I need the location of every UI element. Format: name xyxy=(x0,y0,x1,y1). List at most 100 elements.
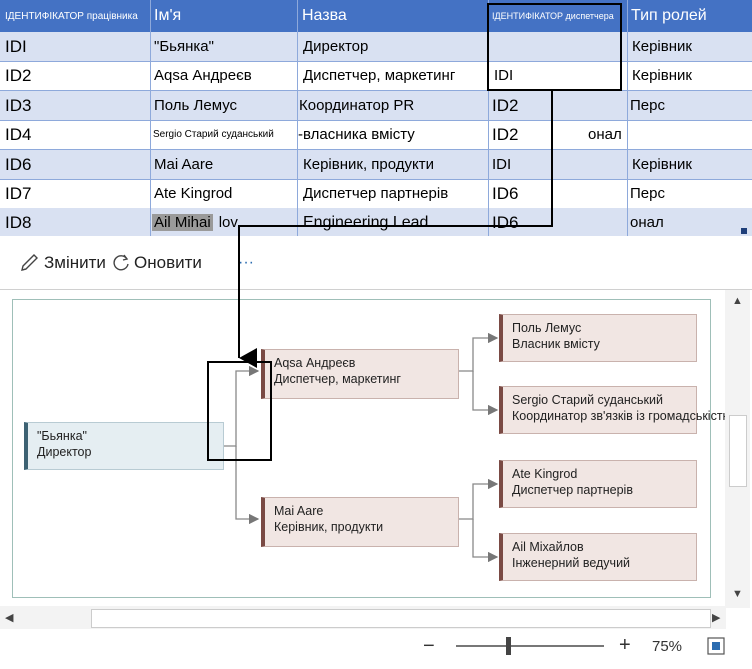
zoom-out-button[interactable]: − xyxy=(423,635,435,657)
cell-title[interactable]: Керівник, продукти xyxy=(303,156,434,173)
table-row[interactable]: ID4 Sergio Старий суданський -власника в… xyxy=(0,120,752,150)
cell-name[interactable]: Ate Kingrod xyxy=(154,185,233,202)
header-manager-id[interactable]: ІДЕНТИФІКАТОР диспетчера xyxy=(492,11,614,21)
column-divider xyxy=(150,0,151,236)
node-name: Поль Лемус xyxy=(512,321,582,335)
cell-name[interactable]: Aqsa Андреєв xyxy=(154,67,252,84)
table-row[interactable]: ID3 Поль Лемус Координатор PR ID2 Перс xyxy=(0,91,752,121)
table-row[interactable]: ID6 Mai Aare Керівник, продукти IDI Кері… xyxy=(0,150,752,180)
edit-button[interactable]: Змінити xyxy=(18,250,106,276)
cell-id[interactable]: IDI xyxy=(5,36,27,56)
header-role-type[interactable]: Тип ролей xyxy=(631,7,707,24)
cell-title[interactable]: Диспетчер, маркетинг xyxy=(303,67,456,84)
cell-manager[interactable]: ID2 xyxy=(492,95,519,115)
horizontal-scrollbar[interactable]: ◀ ▶ xyxy=(0,606,726,630)
cell-title[interactable]: Диспетчер партнерів xyxy=(303,185,449,202)
refresh-button[interactable]: Оновити xyxy=(110,250,202,276)
cell-id[interactable]: ID2 xyxy=(5,65,32,85)
org-node-employee[interactable]: Ail Міхайлов Інженерний ведучий xyxy=(499,533,697,581)
cell-manager[interactable]: ID6 xyxy=(492,212,519,232)
horizontal-scroll-thumb[interactable] xyxy=(91,609,711,628)
node-title: Директор xyxy=(37,445,92,459)
scroll-left-icon[interactable]: ◀ xyxy=(5,612,14,624)
diagram-toolbar: Змінити Оновити ··· xyxy=(0,236,752,290)
org-node-manager[interactable]: Mai Aare Керівник, продукти xyxy=(261,497,459,547)
cell-title[interactable]: -власника вмісту xyxy=(298,126,415,143)
header-title[interactable]: Назва xyxy=(302,7,347,24)
org-node-employee[interactable]: Поль Лемус Власник вмісту xyxy=(499,314,697,362)
cell-title[interactable]: Директор xyxy=(303,38,369,55)
cell-manager[interactable]: ID2 xyxy=(492,124,519,144)
node-name: Ail Міхайлов xyxy=(512,540,584,554)
cell-id[interactable]: ID4 xyxy=(5,124,32,144)
diagram-viewport[interactable]: "Бьянка" Директор Aqsa Андреєв Диспетчер… xyxy=(0,289,752,630)
cell-manager[interactable]: ID6 xyxy=(492,183,519,203)
refresh-label: Оновити xyxy=(134,253,202,272)
fit-to-window-icon[interactable] xyxy=(706,636,726,656)
selected-text[interactable]: Ail Mihai xyxy=(152,214,213,231)
column-divider xyxy=(297,0,298,236)
vertical-scroll-thumb[interactable] xyxy=(729,415,747,487)
node-title: Інженерний ведучий xyxy=(512,556,631,570)
node-name: Mai Aare xyxy=(274,504,324,518)
cell-role[interactable]: онал xyxy=(588,126,622,143)
cell-id[interactable]: ID3 xyxy=(5,95,32,115)
cell-manager[interactable]: IDI xyxy=(492,156,512,173)
edit-label: Змінити xyxy=(44,253,106,272)
node-name: Aqsa Андреєв xyxy=(274,356,356,370)
cell-role[interactable]: Керівник xyxy=(632,156,692,173)
cell-name[interactable]: Поль Лемус xyxy=(154,97,238,114)
scroll-down-icon[interactable]: ▼ xyxy=(732,588,743,600)
more-options-button[interactable]: ··· xyxy=(238,254,254,271)
column-divider xyxy=(627,0,628,236)
table-row[interactable]: IDI "Бьянка" Директор Керівник xyxy=(0,32,752,62)
cell-id[interactable]: ID7 xyxy=(5,183,32,203)
org-node-manager[interactable]: Aqsa Андреєв Диспетчер, маркетинг xyxy=(261,349,459,399)
node-title: Власник вмісту xyxy=(512,337,600,351)
cell-role[interactable]: онал xyxy=(630,214,664,231)
org-node-employee[interactable]: Ate Kingrod Диспетчер партнерів xyxy=(499,460,697,508)
cell-name[interactable]: Sergio Старий суданський xyxy=(153,129,274,140)
zoom-in-button[interactable]: + xyxy=(619,634,631,656)
table-row[interactable]: ID8 Ail Mihai lov Engineering Lead ID6 он… xyxy=(0,208,752,236)
table-row[interactable]: ID7 Ate Kingrod Диспетчер партнерів ID6 … xyxy=(0,179,752,209)
org-node-root[interactable]: "Бьянка" Директор xyxy=(24,422,224,470)
cell-role[interactable]: Керівник xyxy=(632,38,692,55)
zoom-slider[interactable] xyxy=(456,637,604,655)
node-title: Диспетчер партнерів xyxy=(512,483,633,497)
scroll-right-icon[interactable]: ▶ xyxy=(712,612,721,624)
cell-role[interactable]: Перс xyxy=(630,185,665,202)
cell-title[interactable]: Engineering Lead xyxy=(303,213,429,231)
header-name[interactable]: Ім'я xyxy=(154,7,182,24)
node-title: Координатор зв'язків із громадськістю xyxy=(512,409,732,423)
cell-name[interactable]: Ail Mihai lov xyxy=(152,208,238,236)
zoom-level[interactable]: 75% xyxy=(652,638,683,655)
org-node-employee[interactable]: Sergio Старий суданський Координатор зв'… xyxy=(499,386,732,434)
zoom-slider-thumb[interactable] xyxy=(505,637,511,655)
data-table: ІДЕНТИФІКАТОР працівника Ім'я Назва ІДЕН… xyxy=(0,0,752,236)
node-name: Sergio Старий суданський xyxy=(512,393,663,407)
node-title: Диспетчер, маркетинг xyxy=(274,372,401,386)
fill-handle[interactable] xyxy=(741,228,747,234)
zoom-bar: − + 75% xyxy=(0,629,752,669)
cell-title[interactable]: Координатор PR xyxy=(299,97,415,114)
cell-id[interactable]: ID8 xyxy=(5,212,32,232)
org-chart-canvas[interactable]: "Бьянка" Директор Aqsa Андреєв Диспетчер… xyxy=(12,299,732,598)
scroll-up-icon[interactable]: ▲ xyxy=(732,295,743,307)
pencil-icon xyxy=(18,252,44,274)
node-name: Ate Kingrod xyxy=(512,467,578,481)
cell-role[interactable]: Перс xyxy=(630,97,665,114)
cell-manager[interactable]: IDI xyxy=(494,67,514,84)
cell-id[interactable]: ID6 xyxy=(5,154,32,174)
vertical-scrollbar[interactable]: ▲ ▼ xyxy=(725,290,750,608)
refresh-icon xyxy=(110,252,134,274)
callout-highlight-connector xyxy=(207,361,272,461)
cell-role[interactable]: Керівник xyxy=(632,67,692,84)
header-employee-id[interactable]: ІДЕНТИФІКАТОР працівника xyxy=(5,10,138,22)
cell-name[interactable]: Mai Aare xyxy=(154,156,214,173)
callout-highlight-manager-column xyxy=(487,3,622,91)
name-suffix: lov xyxy=(218,214,238,231)
cell-name[interactable]: "Бьянка" xyxy=(154,38,214,55)
table-header: ІДЕНТИФІКАТОР працівника Ім'я Назва ІДЕН… xyxy=(0,0,752,32)
table-row[interactable]: ID2 Aqsa Андреєв Диспетчер, маркетинг ID… xyxy=(0,61,752,91)
